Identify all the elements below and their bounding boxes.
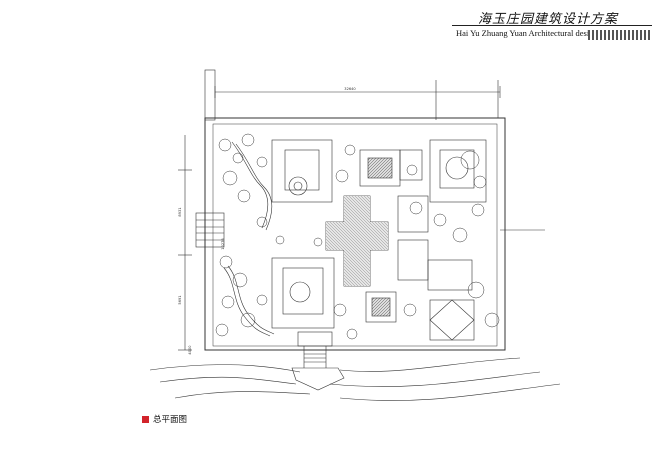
upper-courtyard (271, 139, 333, 203)
south-pavilion (365, 291, 397, 323)
tree-cluster (215, 133, 500, 340)
title-rule (452, 25, 652, 26)
legend-marker (142, 415, 149, 423)
garden-path-north (231, 141, 269, 229)
top-dimension-label: 32640 (344, 87, 356, 91)
title-block: 海玉庄园建筑设计方案 Hai Yu Zhuang Yuan Architectu… (452, 8, 652, 42)
southeast-building (429, 299, 475, 341)
left-dimension-bottom: 4000 (188, 345, 192, 355)
lower-courtyard (271, 257, 335, 329)
south-entrance (291, 331, 345, 391)
west-gate (195, 212, 225, 248)
legend-label: 总平面图 (153, 415, 188, 425)
left-dimension-mid: 10276 (221, 238, 225, 250)
title-chinese: 海玉庄园建筑设计方案 (478, 12, 619, 27)
garden-path-south (223, 267, 271, 337)
north-post (204, 69, 216, 121)
left-dimension-lower: 5691 (178, 295, 182, 304)
water-lines (149, 357, 561, 401)
title-english: Hai Yu Zhuang Yuan Architectural design (456, 28, 598, 38)
east-building (429, 139, 487, 203)
left-dimension-upper: 8931 (178, 207, 182, 216)
site-boundary (204, 117, 506, 351)
drawing-legend: 总平面图 (142, 413, 187, 425)
title-decoration-bar (588, 30, 652, 40)
